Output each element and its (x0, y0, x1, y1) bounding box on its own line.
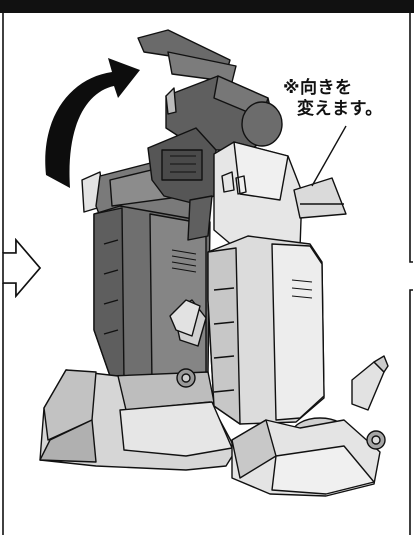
hip-assembly (137, 29, 283, 241)
note-line-2: 変えます。 (297, 99, 383, 119)
annotation-leader-line (311, 125, 347, 187)
note-line-1: ※向きを (283, 78, 353, 98)
right-leg (169, 141, 389, 497)
curved-arrow-icon (45, 58, 140, 188)
top-bar (0, 0, 414, 13)
right-panel-border (409, 13, 413, 535)
direction-change-note: ※向きを 変えます。 (283, 78, 403, 120)
right-arrow-icon (2, 237, 42, 299)
